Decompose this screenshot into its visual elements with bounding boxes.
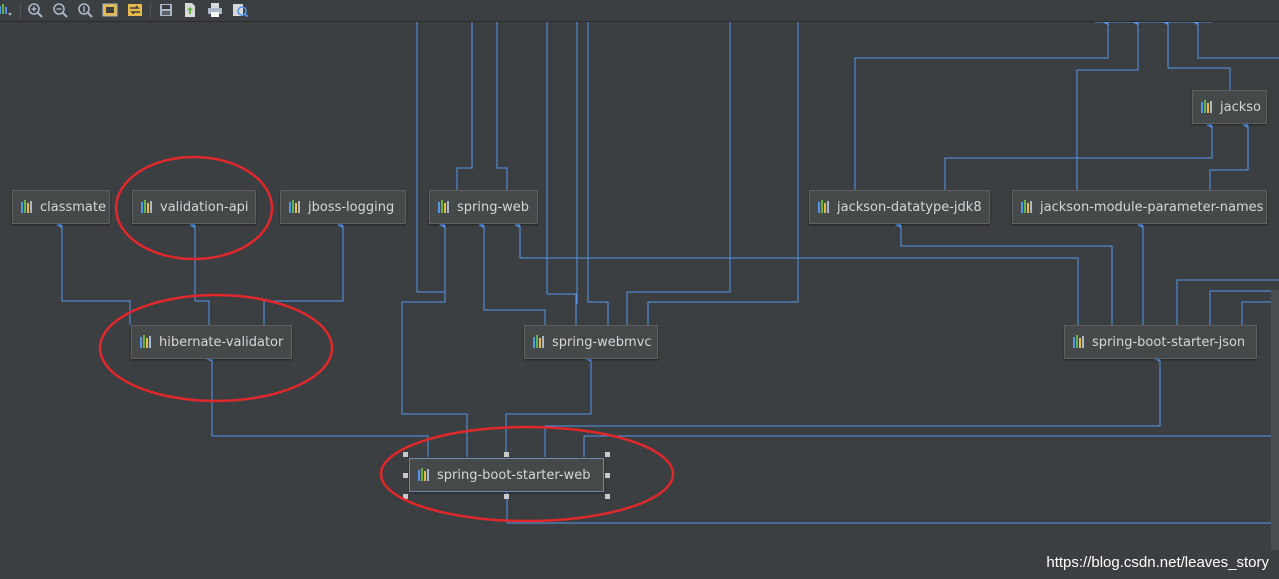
selection-handle[interactable] (403, 473, 408, 478)
node-validation-api[interactable]: validation-api (132, 190, 256, 224)
module-icon (1073, 335, 1084, 348)
dependency-diagram[interactable]: classmate validation-api jboss-logging s… (0, 22, 1279, 579)
node-jboss-logging[interactable]: jboss-logging (280, 190, 406, 224)
toolbar-separator (150, 3, 151, 18)
node-label: spring-boot-starter-web (437, 467, 591, 483)
actual-size-icon[interactable] (76, 2, 94, 18)
node-spring-webmvc[interactable]: spring-webmvc (524, 325, 658, 359)
zoom-in-icon[interactable] (26, 2, 44, 18)
dependency-edges (56, 22, 1279, 524)
module-icon (1021, 200, 1032, 213)
node-label: spring-boot-starter-json (1092, 334, 1246, 350)
node-label: hibernate-validator (159, 334, 284, 350)
node-jackson-module-parameter-names[interactable]: jackson-module-parameter-names (1012, 190, 1267, 224)
node-jackson-datatype-jdk8[interactable]: jackson-datatype-jdk8 (809, 190, 990, 224)
module-icon (418, 468, 429, 481)
export-icon[interactable] (181, 2, 199, 18)
module-icon (818, 200, 829, 213)
selection-handle[interactable] (403, 452, 408, 457)
watermark: https://blog.csdn.net/leaves_story (1046, 554, 1269, 571)
node-jackson-partial[interactable]: jackso (1192, 90, 1267, 124)
node-label: jackson-module-parameter-names (1040, 199, 1264, 215)
selection-handle[interactable] (504, 452, 509, 457)
selection-handle[interactable] (605, 494, 610, 499)
fit-content-icon[interactable] (101, 2, 119, 18)
node-label: jboss-logging (308, 199, 395, 215)
print-icon[interactable] (206, 2, 224, 18)
node-spring-boot-starter-web[interactable]: spring-boot-starter-web (409, 458, 604, 492)
node-spring-web[interactable]: spring-web (429, 190, 538, 224)
node-label: spring-webmvc (552, 334, 652, 350)
print-preview-icon[interactable] (231, 2, 249, 18)
selection-handle[interactable] (504, 494, 509, 499)
show-dependencies-icon[interactable] (0, 2, 14, 18)
node-spring-boot-starter-json[interactable]: spring-boot-starter-json (1064, 325, 1257, 359)
module-icon (141, 200, 152, 213)
toolbar-separator (20, 3, 21, 18)
diagram-toolbar (0, 0, 1279, 22)
selection-handle[interactable] (605, 452, 610, 457)
module-icon (533, 335, 544, 348)
node-label: classmate (40, 199, 106, 215)
node-label: jackson-datatype-jdk8 (837, 199, 982, 215)
selection-handle[interactable] (403, 494, 408, 499)
module-icon (1201, 100, 1212, 113)
node-label: jackso (1220, 99, 1261, 115)
node-label: validation-api (160, 199, 249, 215)
node-hibernate-validator[interactable]: hibernate-validator (131, 325, 292, 359)
module-icon (140, 335, 151, 348)
selection-handle[interactable] (605, 473, 610, 478)
module-icon (289, 200, 300, 213)
vertical-scrollbar[interactable] (1271, 290, 1279, 550)
save-icon[interactable] (157, 2, 175, 18)
node-label: spring-web (457, 199, 530, 215)
node-classmate[interactable]: classmate (12, 190, 110, 224)
zoom-out-icon[interactable] (51, 2, 69, 18)
apply-layout-icon[interactable] (126, 2, 144, 18)
module-icon (438, 200, 449, 213)
module-icon (21, 200, 32, 213)
